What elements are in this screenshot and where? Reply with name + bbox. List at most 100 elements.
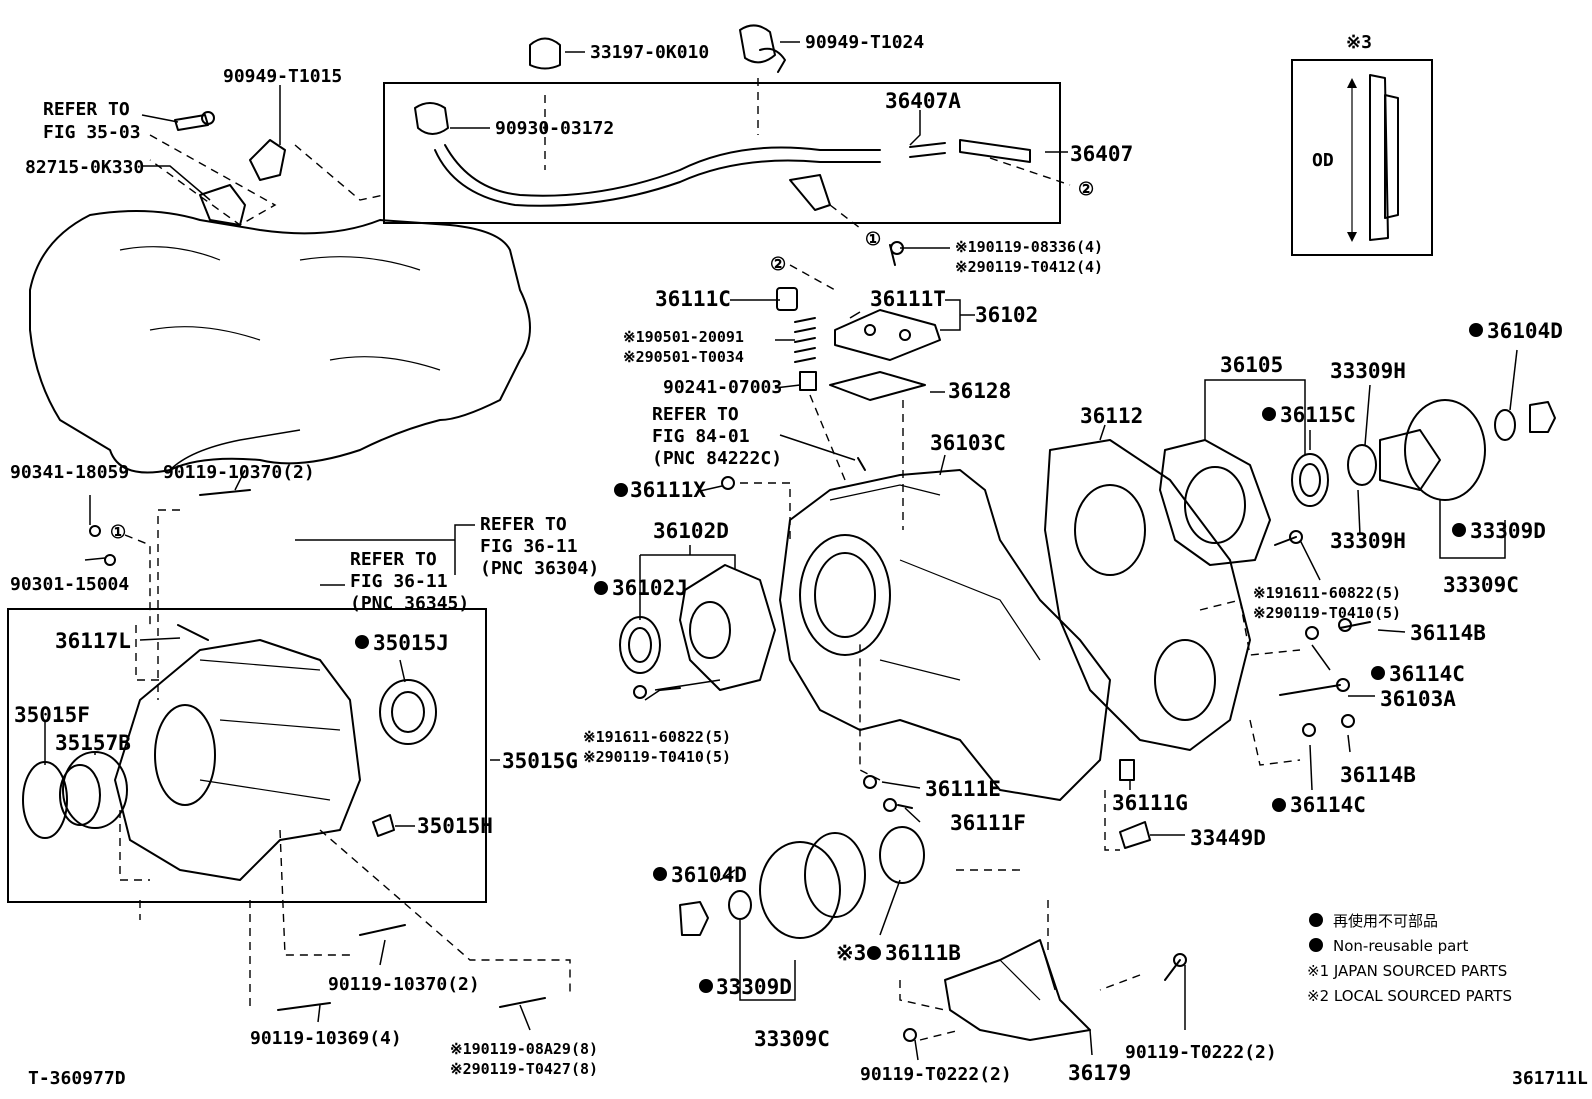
label-fig-36-11-b: FIG 36-11 — [350, 571, 448, 592]
leader-lines — [44, 41, 1518, 1061]
label-91611-60822-right: ※191611-60822(5) — [1253, 584, 1401, 602]
label-33309c-bottom: 33309C — [754, 1027, 830, 1051]
label-90119-t0410-left: ※290119-T0410(5) — [583, 748, 731, 766]
label-90501-t0034: ※290501-T0034 — [623, 348, 744, 366]
nut-36104d-right — [1529, 401, 1556, 433]
part-labels: 33197-0K010 90949-T1024 90949-T1015 REFE… — [10, 32, 1588, 1089]
label-36112: 36112 — [1080, 404, 1143, 428]
plug-36111c — [776, 287, 798, 311]
label-33309h-bottom: 33309H — [1330, 529, 1406, 553]
legend-jp-nonreusable: 再使用不可部品 — [1333, 912, 1438, 930]
label-90119-t0222-left: 90119-T0222(2) — [860, 1064, 1012, 1085]
label-90119-t0410-right: ※290119-T0410(5) — [1253, 604, 1401, 622]
label-refer-to-1: REFER TO — [43, 99, 130, 120]
diagram-id-left: T-360977D — [28, 1068, 126, 1089]
label-36111b: 36111B — [885, 941, 961, 965]
pin-90241 — [799, 371, 817, 391]
label-36114c-bottom: 36114C — [1290, 793, 1366, 817]
label-90119-10370-bottom: 90119-10370(2) — [328, 974, 480, 995]
label-circle-1-top: ① — [865, 229, 881, 250]
label-90119-t0222-right: 90119-T0222(2) — [1125, 1042, 1277, 1063]
label-36115c: 36115C — [1280, 403, 1356, 427]
legend-en-nonreusable: Non-reusable part — [1333, 937, 1468, 955]
label-fig-84-01: FIG 84-01 — [652, 426, 750, 447]
label-refer-to-2: REFER TO — [652, 404, 739, 425]
label-35015f: 35015F — [14, 703, 90, 727]
clip-33197 — [529, 37, 561, 70]
label-90119-08a29: ※190119-08A29(8) — [450, 1040, 598, 1058]
label-33197-0k010: 33197-0K010 — [590, 42, 709, 63]
label-36111c: 36111C — [655, 287, 731, 311]
assembly-lines — [119, 78, 1301, 1041]
retainer-36102d — [679, 564, 776, 691]
label-33449d: 33449D — [1190, 826, 1266, 850]
transfer-case-36103c — [779, 469, 1111, 801]
pin-36117l — [177, 624, 209, 641]
label-pnc-36304: (PNC 36304) — [480, 558, 599, 579]
label-36111f: 36111F — [950, 811, 1026, 835]
od-inset-box — [1291, 59, 1433, 256]
clip-90949-t1015 — [249, 139, 286, 181]
bolts — [89, 241, 1371, 1042]
label-36114b-top: 36114B — [1410, 621, 1486, 645]
label-36103c: 36103C — [930, 431, 1006, 455]
cover-36105 — [1159, 439, 1271, 566]
label-36111g: 36111G — [1112, 791, 1188, 815]
seal-36102j — [619, 616, 661, 674]
label-s3-mark: ※3 — [836, 941, 866, 965]
cover-35157b — [59, 751, 128, 829]
label-35015j: 35015J — [373, 631, 449, 655]
label-90119-10369: 90119-10369(4) — [250, 1028, 402, 1049]
label-33309d-bottom: 33309D — [716, 975, 792, 999]
label-90341-18059: 90341-18059 — [10, 462, 129, 483]
label-36111x: 36111X — [630, 478, 706, 502]
gasket-36128 — [829, 371, 926, 401]
label-pnc-84222c: (PNC 84222C) — [652, 448, 782, 469]
label-36102: 36102 — [975, 303, 1038, 327]
diagram-id-right: 361711L — [1512, 1068, 1588, 1089]
tube-assembly-box — [383, 82, 1061, 224]
label-35157b: 35157B — [55, 731, 131, 755]
flange-33309c-bottom — [728, 832, 866, 939]
seal-36115c — [1291, 453, 1329, 507]
label-circle-1-left: ① — [110, 522, 126, 543]
label-36111t: 36111T — [870, 287, 946, 311]
legend-japan-sourced: ※1 JAPAN SOURCED PARTS — [1307, 962, 1507, 980]
case-36112 — [1044, 439, 1251, 751]
label-36179: 36179 — [1068, 1061, 1131, 1085]
non-reusable-markers — [355, 323, 1483, 993]
label-refer-to-4: REFER TO — [350, 549, 437, 570]
label-36111e: 36111E — [925, 777, 1001, 801]
label-36114b-bottom: 36114B — [1340, 763, 1416, 787]
bolt-refer-35-03 — [174, 111, 215, 131]
label-36128: 36128 — [948, 379, 1011, 403]
nut-36104d-bottom — [679, 901, 709, 936]
cover-36102 — [834, 309, 941, 361]
clip-90949-t1024 — [739, 24, 786, 73]
ring-36111b — [879, 826, 925, 884]
label-82715-0k330: 82715-0K330 — [25, 157, 144, 178]
label-pnc-36345: (PNC 36345) — [350, 593, 469, 614]
label-36104d-bottom: 36104D — [671, 863, 747, 887]
label-33309d-right: 33309D — [1470, 519, 1546, 543]
label-refer-to-3: REFER TO — [480, 514, 567, 535]
label-circle-2-top: ② — [1078, 179, 1094, 200]
seal-35015j — [379, 679, 437, 745]
label-33309c-right: 33309C — [1443, 573, 1519, 597]
spring-90501 — [794, 317, 816, 363]
label-circle-2-mid: ② — [770, 254, 786, 275]
label-36103a: 36103A — [1380, 687, 1456, 711]
label-35015h: 35015H — [417, 814, 493, 838]
legend-local-sourced: ※2 LOCAL SOURCED PARTS — [1307, 987, 1512, 1005]
label-90119-10370-top: 90119-10370(2) — [163, 462, 315, 483]
label-90930-03172: 90930-03172 — [495, 118, 614, 139]
label-36105: 36105 — [1220, 353, 1283, 377]
label-35015g: 35015G — [502, 749, 578, 773]
label-90119-08336: ※190119-08336(4) — [955, 238, 1103, 256]
label-90119-t0427: ※290119-T0427(8) — [450, 1060, 598, 1078]
label-fig-35-03: FIG 35-03 — [43, 122, 141, 143]
label-36407a: 36407A — [885, 89, 961, 113]
label-33309h-top: 33309H — [1330, 359, 1406, 383]
case-35015g-box — [7, 608, 487, 903]
